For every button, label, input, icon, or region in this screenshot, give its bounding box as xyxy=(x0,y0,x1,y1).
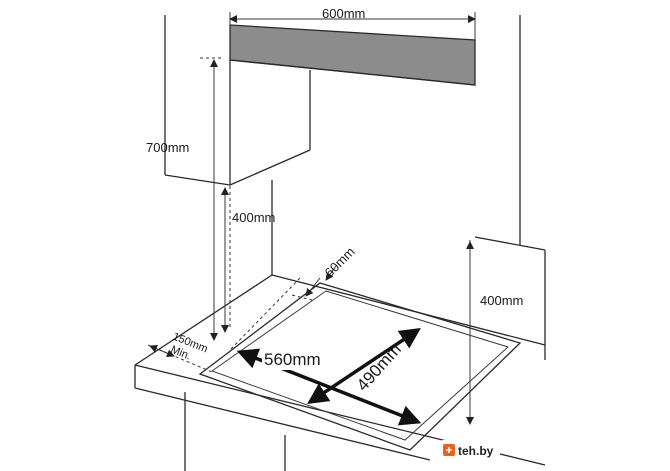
label-hood-width: 600mm xyxy=(322,6,365,21)
dim-cabinet-clearance: 400mm xyxy=(221,187,275,333)
dim-hood-width: 600mm xyxy=(229,6,476,40)
dim-side-clearance: 400mm xyxy=(466,241,523,425)
watermark-text: teh.by xyxy=(458,444,494,458)
label-side-clearance: 400mm xyxy=(480,293,523,308)
range-hood xyxy=(229,24,476,86)
back-wall xyxy=(271,15,546,360)
cooktop-cutout xyxy=(198,282,522,451)
dim-front-clearance: 150mm Min. xyxy=(149,331,209,363)
label-cabinet-clearance: 400mm xyxy=(232,210,275,225)
hood-body xyxy=(229,24,476,86)
watermark: teh.by xyxy=(440,440,500,460)
label-cutout-width: 560mm xyxy=(264,350,321,369)
dim-hood-height: 700mm xyxy=(146,59,218,341)
label-rear-clearance: 60mm xyxy=(322,244,358,280)
watermark-bg xyxy=(440,440,500,460)
logo-icon xyxy=(443,444,455,456)
label-hood-height: 700mm xyxy=(146,140,189,155)
